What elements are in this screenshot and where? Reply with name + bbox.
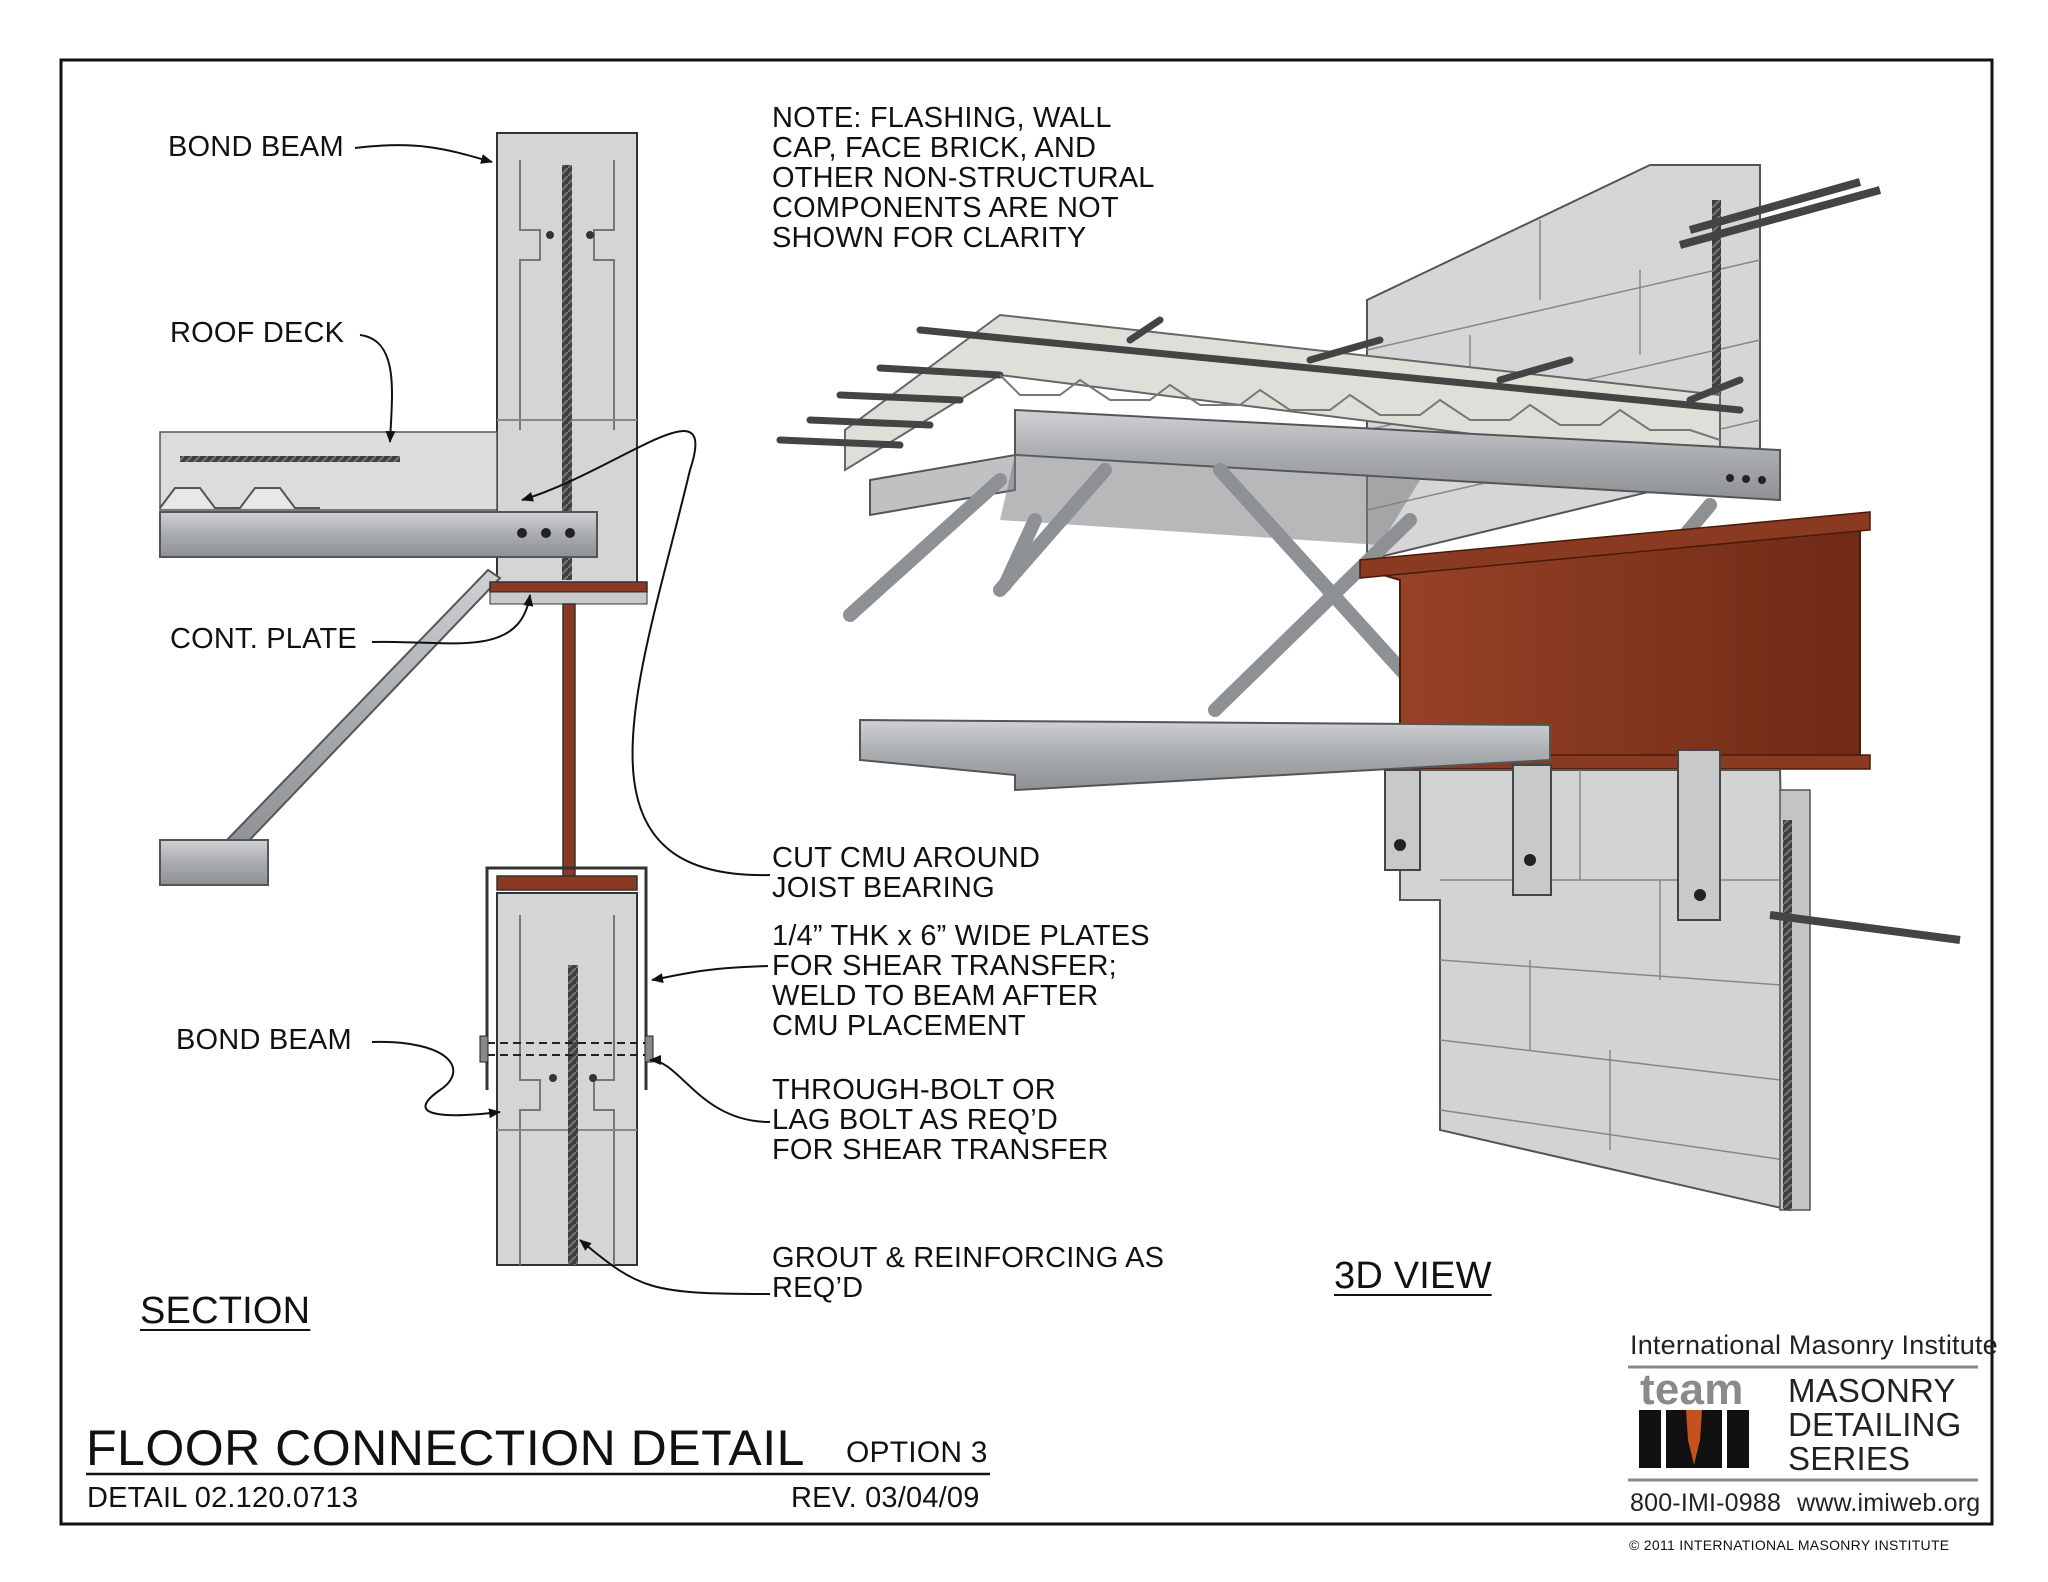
detail-number: DETAIL 02.120.0713	[87, 1482, 359, 1514]
logo-series: MASONRY DETAILING SERIES	[1788, 1372, 1962, 1477]
shear-plate-2	[1512, 764, 1552, 896]
label-cut-cmu: CUT CMU AROUND JOIST BEARING	[772, 842, 1041, 904]
logo-team: team	[1640, 1365, 1744, 1414]
leader-bond-beam-top	[354, 144, 493, 164]
three-d-view	[776, 164, 1961, 1212]
label-cont-plate: CONT. PLATE	[170, 623, 357, 655]
cont-plate	[489, 581, 648, 593]
label-bond-beam-top: BOND BEAM	[168, 131, 344, 163]
leader-shear-plates	[651, 965, 769, 983]
joist-diagonal-web	[223, 568, 502, 852]
joist-bottom-chord	[159, 839, 269, 886]
label-roof-deck: ROOF DECK	[170, 317, 345, 349]
drawing-subtitle: OPTION 3	[846, 1436, 988, 1469]
steel-beam-web	[562, 603, 576, 877]
shear-plate-1	[1384, 769, 1421, 871]
copyright: © 2011 INTERNATIONAL MASONRY INSTITUTE	[1629, 1537, 1950, 1553]
revision-date: REV. 03/04/09	[791, 1482, 980, 1514]
leader-cont-plate	[371, 594, 534, 645]
joist-top-chord-3d	[1014, 408, 1781, 502]
label-shear-plates: 1/4” THK x 6” WIDE PLATES FOR SHEAR TRAN…	[772, 920, 1150, 1042]
lower-cmu-wall	[496, 892, 638, 1266]
leader-bond-beam-bottom	[371, 1040, 501, 1119]
steel-beam-flange	[496, 875, 638, 891]
joist-top-chord	[159, 511, 598, 558]
leader-grout	[579, 1239, 771, 1295]
logo-website: www.imiweb.org	[1797, 1489, 1981, 1517]
joist-bottom-chord-3d	[859, 718, 1551, 792]
three-d-view-label: 3D VIEW	[1334, 1255, 1492, 1297]
cmu-lower-wall	[1399, 769, 1792, 1212]
logo-phone: 800-IMI-0988	[1630, 1489, 1782, 1517]
label-grout: GROUT & REINFORCING AS REQ’D	[772, 1242, 1165, 1304]
section-view	[159, 132, 654, 1266]
logo-org-name: International Masonry Institute	[1630, 1330, 1998, 1360]
leader-roof-deck	[359, 334, 396, 443]
label-bond-beam-bottom: BOND BEAM	[176, 1024, 352, 1056]
label-through-bolt: THROUGH-BOLT OR LAG BOLT AS REQ’D FOR SH…	[772, 1074, 1109, 1166]
metal-deck	[999, 374, 1721, 441]
sheet-border	[59, 58, 1994, 1526]
leader-cut-cmu	[521, 430, 771, 877]
note-text: NOTE: FLASHING, WALL CAP, FACE BRICK, AN…	[772, 102, 1155, 254]
roof-deck-slab	[159, 431, 498, 511]
drawing-title: FLOOR CONNECTION DETAIL	[86, 1420, 805, 1476]
shear-plate-outline	[485, 866, 648, 1090]
section-view-label: SECTION	[140, 1290, 311, 1332]
imi-logo-mark	[1628, 1365, 1978, 1482]
leader-lines	[354, 144, 771, 1295]
leader-through-bolt	[649, 1055, 771, 1123]
